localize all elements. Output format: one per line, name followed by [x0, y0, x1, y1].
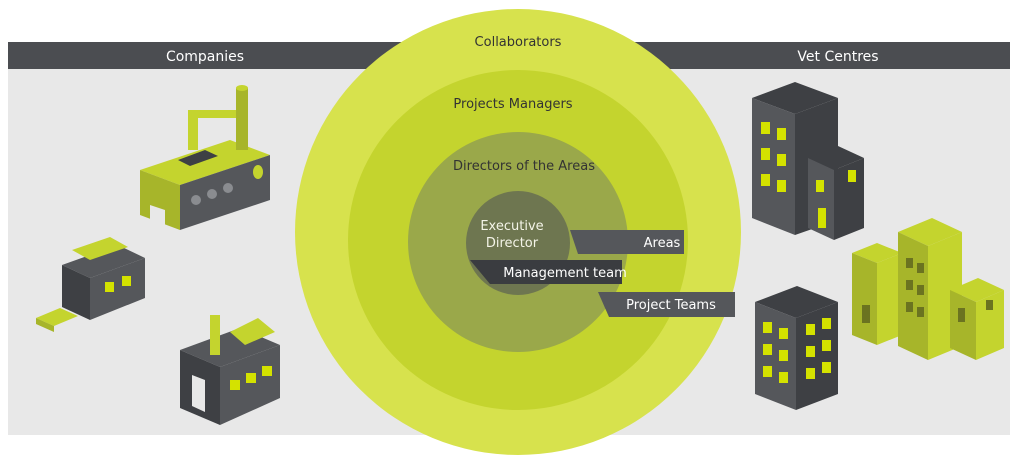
building-cluster-icon — [852, 218, 1004, 360]
small-warehouse-icon — [36, 237, 145, 332]
office-tower-icon — [755, 286, 838, 410]
executive-label-line1: Executive — [480, 219, 543, 234]
management-tab-label: Management team — [503, 266, 627, 281]
collaborators-label: Collaborators — [475, 35, 562, 50]
executive-label-line2: Director — [486, 236, 539, 251]
directors-label: Directors of the Areas — [453, 159, 595, 174]
factory-icon — [140, 85, 270, 230]
left-banner — [8, 42, 428, 69]
areas-tab-label: Areas — [644, 236, 681, 251]
project-teams-tab — [598, 292, 735, 317]
workshop-icon — [180, 315, 280, 425]
areas-tab — [570, 230, 684, 254]
office-pair-icon — [752, 82, 864, 240]
project-teams-tab-label: Project Teams — [626, 298, 716, 313]
projects-managers-label: Projects Managers — [453, 97, 572, 112]
vet-centres-label: Vet Centres — [797, 49, 878, 65]
management-tab — [470, 260, 622, 284]
companies-label: Companies — [166, 49, 244, 65]
